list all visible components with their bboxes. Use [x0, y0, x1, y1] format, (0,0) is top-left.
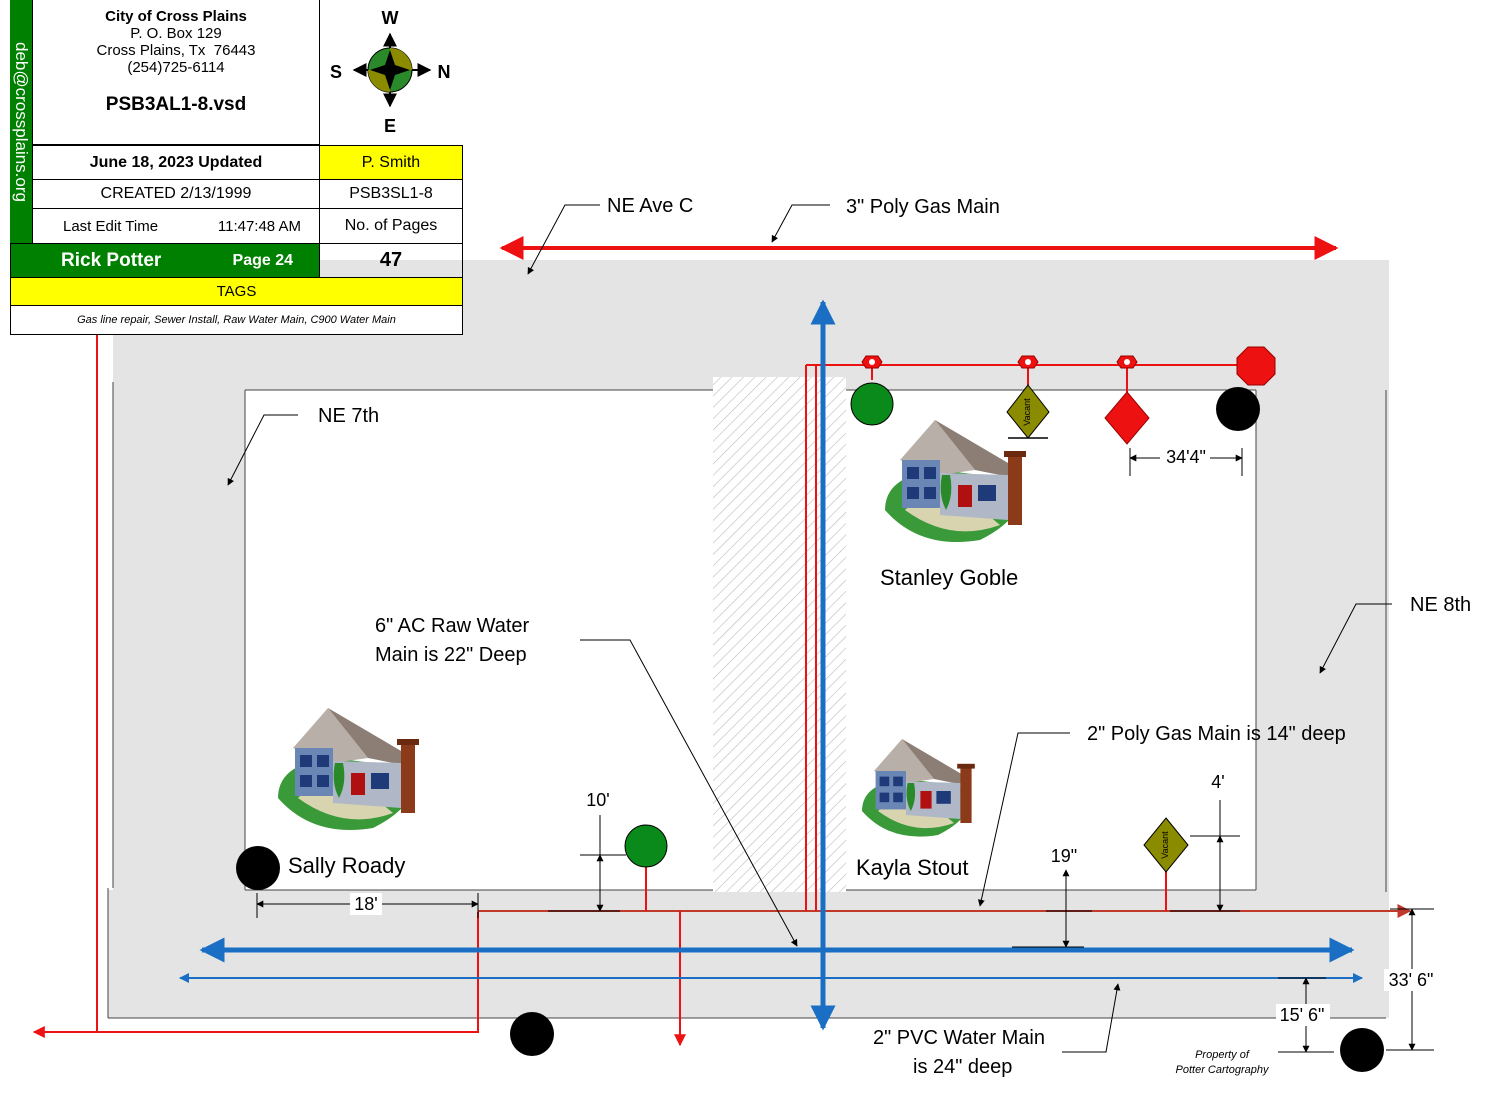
page-number: Page 24 — [232, 251, 293, 269]
dim-10: 10' — [586, 790, 609, 810]
pages-count: 47 — [319, 243, 463, 278]
title-block: deb@crossplains.org City of Cross Plains… — [0, 0, 464, 336]
street-bottom — [108, 890, 1389, 1018]
vacant-label-1: Vacant — [1022, 398, 1032, 426]
label-raw-water-1: 6" AC Raw Water — [375, 615, 530, 637]
meter-1 — [850, 355, 894, 426]
sheet-id: PSB3SL1-8 — [319, 179, 463, 209]
created-date: CREATED 2/13/1999 — [32, 179, 320, 209]
water-meter-green — [624, 824, 668, 868]
label-raw-water-2: Main is 22" Deep — [375, 644, 527, 666]
vacant-marker-2: Vacant — [1143, 817, 1189, 873]
last-edit-time: 11:47:48 AM — [217, 217, 301, 235]
org-name: City of Cross Plains — [105, 8, 247, 25]
manhole-3 — [510, 1012, 554, 1056]
email-text: deb@crossplains.org — [12, 42, 32, 202]
resident-stanley: Stanley Goble — [880, 565, 1018, 590]
phone: (254)725-6114 — [127, 59, 225, 76]
org-address-block: City of Cross Plains P. O. Box 129 Cross… — [32, 0, 320, 145]
compass-s: S — [330, 62, 342, 82]
meter-3 — [1104, 355, 1150, 445]
label-ne-7th: NE 7th — [318, 405, 379, 427]
author-name: Rick Potter — [61, 249, 162, 271]
gas-service-left — [96, 335, 479, 1033]
tags-list: Gas line repair, Sewer Install, Raw Wate… — [10, 305, 463, 335]
manhole-2 — [236, 846, 280, 890]
resident-kayla: Kayla Stout — [856, 855, 969, 880]
street-ne-8th — [1256, 260, 1389, 890]
resident-sally: Sally Roady — [288, 853, 405, 878]
property-line-2: Potter Cartography — [1176, 1064, 1270, 1076]
last-edit-label: Last Edit Time — [63, 217, 159, 235]
compass-e: E — [384, 116, 396, 136]
dim-19: 19" — [1051, 846, 1077, 866]
compass-n: N — [438, 62, 451, 82]
updated-date: June 18, 2023 Updated — [32, 145, 320, 180]
compass-w: W — [382, 8, 399, 28]
author-row: Rick Potter Page 24 — [10, 243, 320, 278]
label-ne-8th: NE 8th — [1410, 594, 1471, 616]
last-edit-row: Last Edit Time 11:47:48 AM — [32, 208, 320, 244]
property-line-1: Property of — [1195, 1049, 1250, 1061]
manhole-4 — [1340, 1028, 1384, 1072]
editor-name: P. Smith — [319, 145, 463, 180]
label-pvc-1: 2" PVC Water Main — [873, 1027, 1045, 1049]
label-2in-gas: 2" Poly Gas Main is 14" deep — [1087, 723, 1346, 745]
street-ne-7th — [113, 260, 245, 890]
dim-15-6: 15' 6" — [1280, 1005, 1325, 1025]
po-box: P. O. Box 129 — [130, 25, 222, 42]
pages-label: No. of Pages — [319, 208, 463, 244]
city-line: Cross Plains, Tx 76443 — [96, 42, 256, 59]
label-ne-ave-c: NE Ave C — [607, 195, 693, 217]
dim-34-4: 34'4" — [1166, 447, 1206, 467]
dim-18: 18' — [354, 894, 377, 914]
file-name: PSB3AL1-8.vsd — [105, 94, 247, 115]
gas-stop-marker — [1236, 346, 1276, 386]
manhole-1 — [1216, 387, 1260, 431]
vacant-label-2: Vacant — [1160, 831, 1170, 859]
label-pvc-2: is 24" deep — [913, 1056, 1012, 1078]
dim-33-6: 33' 6" — [1389, 970, 1434, 990]
email-strip: deb@crossplains.org — [10, 0, 32, 244]
compass-rose-icon: W S N E — [330, 8, 451, 136]
alley — [713, 377, 846, 892]
label-3in-gas: 3" Poly Gas Main — [846, 196, 1000, 218]
meter-2: Vacant — [1006, 355, 1050, 439]
dim-4: 4' — [1211, 772, 1224, 792]
tags-label: TAGS — [10, 277, 463, 306]
